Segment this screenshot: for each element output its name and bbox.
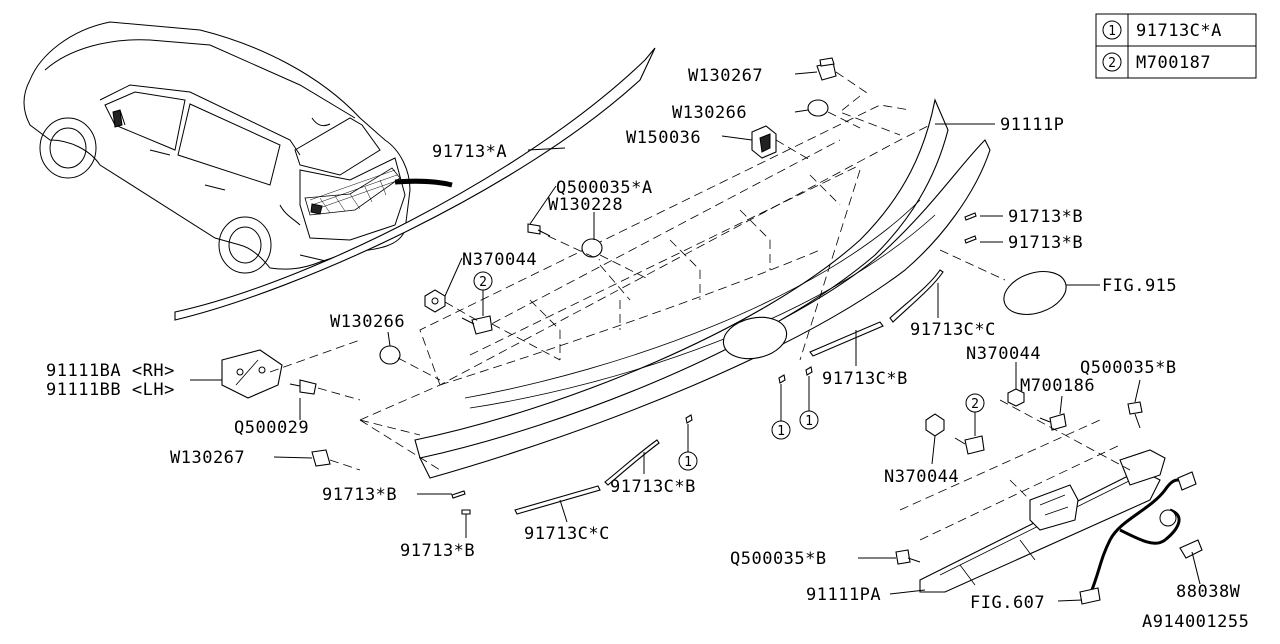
- bracket-91111BA: [221, 349, 283, 399]
- label-91713B-bottom: 91713*B: [400, 541, 475, 561]
- legend-num-1: 1: [1108, 24, 1116, 39]
- clip-w150036: [751, 125, 777, 159]
- clip-w130266-top: [807, 99, 829, 117]
- label-91111P: 91111P: [1000, 115, 1064, 135]
- harness-fig607: [1079, 471, 1203, 605]
- reflector-strips: [451, 212, 977, 515]
- legend-code-1: 91713C*A: [1136, 21, 1222, 41]
- legend-table: 1 91713C*A 2 M700187: [1095, 13, 1257, 79]
- legend-code-2: M700187: [1136, 53, 1211, 73]
- callout-1-b: 1: [805, 414, 813, 429]
- handle-91111PA: [899, 399, 1166, 593]
- strip-91713-A: [174, 47, 656, 321]
- label-q500035A: Q500035*A: [556, 178, 653, 198]
- label-91713CC-bottom: 91713C*C: [524, 524, 610, 544]
- label-w150036: W150036: [626, 128, 701, 148]
- garnish-91111P: [414, 98, 991, 479]
- label-n370044-right-top: N370044: [966, 344, 1041, 364]
- label-q500029: Q500029: [234, 418, 309, 438]
- callout-2-left: 2: [479, 275, 487, 290]
- label-88038W: 88038W: [1176, 582, 1241, 602]
- label-w130266-top: W130266: [672, 103, 747, 123]
- part-labels: W130267 W130266 W150036 91111P 91713*A Q…: [46, 66, 1249, 632]
- label-91713B-right-2: 91713*B: [1008, 233, 1083, 253]
- vehicle-illustration: [23, 21, 453, 274]
- label-91713CB-bottom: 91713C*B: [610, 477, 696, 497]
- label-q500035B-top: Q500035*B: [1080, 358, 1177, 378]
- fasteners: [221, 57, 1143, 565]
- label-91111PA: 91111PA: [806, 585, 881, 605]
- callout-1-a: 1: [777, 424, 785, 439]
- leader-lines: [190, 71, 1201, 602]
- callout-1-c: 1: [684, 455, 692, 470]
- callout-2-right: 2: [971, 397, 979, 412]
- garnish-highlight: [309, 169, 400, 214]
- label-91713A: 91713*A: [432, 142, 507, 162]
- label-91713CC-right: 91713C*C: [910, 320, 996, 340]
- label-91713CB-mid: 91713C*B: [822, 369, 908, 389]
- label-91111BB: 91111BB <LH>: [46, 380, 175, 400]
- label-w130267-left: W130267: [170, 448, 245, 468]
- legend-num-2: 2: [1108, 56, 1116, 71]
- label-91713B-left: 91713*B: [322, 485, 397, 505]
- label-fig607: FIG.607: [970, 593, 1045, 613]
- label-91713B-right-1: 91713*B: [1008, 207, 1083, 227]
- label-m700186: M700186: [1020, 376, 1095, 396]
- label-fig915: FIG.915: [1102, 276, 1177, 296]
- label-diagram-id: A914001255: [1142, 612, 1249, 632]
- label-q500035B-bottom: Q500035*B: [730, 549, 827, 569]
- callouts: 2 2 1 1 1: [473, 271, 985, 471]
- emblem-fig915: [939, 249, 1067, 315]
- label-w130228: W130228: [548, 195, 623, 215]
- phantom-panel: [359, 104, 931, 471]
- label-91111BA: 91111BA <RH>: [46, 361, 175, 381]
- label-w130266-left: W130266: [330, 312, 405, 332]
- clip-w130267-top: [816, 57, 837, 81]
- label-n370044-right-bottom: N370044: [884, 467, 959, 487]
- label-n370044-left: N370044: [462, 250, 537, 270]
- label-w130267-top: W130267: [688, 66, 763, 86]
